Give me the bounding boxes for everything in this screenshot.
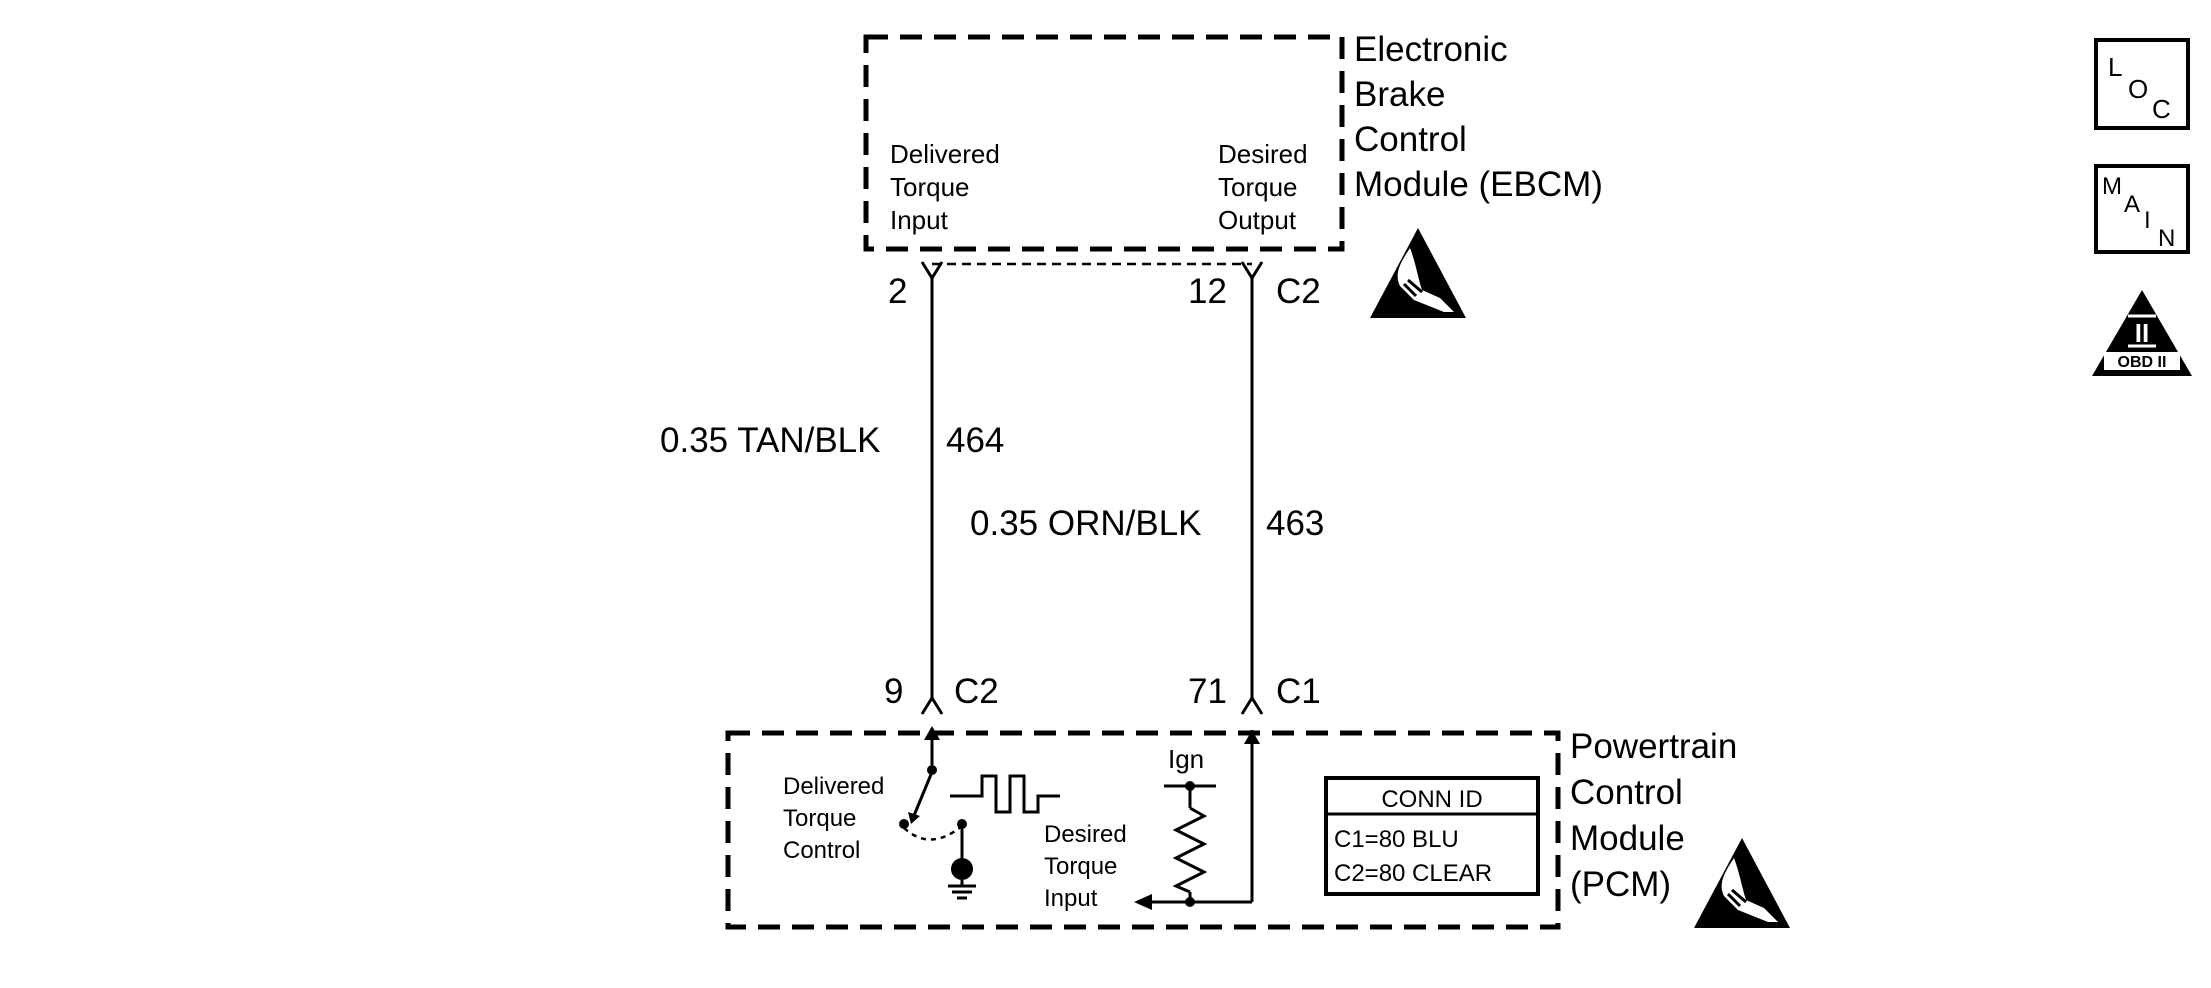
pcm-name-line-1: Powertrain: [1570, 727, 1737, 766]
pcm-pin-71: 71: [1188, 672, 1227, 711]
pcm-name-line-4: (PCM): [1570, 865, 1671, 904]
input-label-1: Desired: [1044, 821, 1127, 848]
ebcm-module: Electronic Brake Control Module (EBCM) D…: [863, 30, 1603, 252]
switch-ground-contact: [957, 819, 967, 829]
pcm-name-line-3: Module: [1570, 819, 1685, 858]
desired-torque-input-circuit: Ign Desired Torque Input: [1044, 730, 1260, 912]
conn-id-title: CONN ID: [1381, 786, 1482, 813]
wire-463-gauge-color: 0.35 ORN/BLK: [970, 504, 1202, 543]
switch-pivot: [899, 819, 909, 829]
main-char-a: A: [2124, 191, 2140, 218]
ebcm-connector: 2 12 C2: [888, 261, 1321, 311]
wire-464: 0.35 TAN/BLK 464: [660, 278, 1004, 698]
wire-464-circuit: 464: [946, 421, 1004, 460]
pcm-pin-9-terminal: [920, 695, 944, 715]
pcm-connector-c2: C2: [954, 672, 999, 711]
switch-link-dash: [903, 825, 963, 841]
loc-char-o: O: [2128, 74, 2148, 104]
resistor-icon: [1172, 806, 1208, 894]
ign-label: Ign: [1168, 744, 1204, 774]
conn-id-row-2: C2=80 CLEAR: [1334, 860, 1492, 887]
ebcm-connector-c2: C2: [1276, 272, 1321, 311]
obd-symbol: II: [2135, 318, 2149, 348]
main-icon[interactable]: M A I N: [2094, 164, 2190, 254]
main-char-i: I: [2144, 207, 2151, 234]
ebcm-delivered-label-1: Delivered: [890, 139, 1000, 169]
conn-id-box: CONN ID C1=80 BLU C2=80 CLEAR: [1324, 776, 1540, 896]
ebcm-desired-label-1: Desired: [1218, 139, 1308, 169]
loc-char-l: L: [2108, 52, 2122, 82]
ground-node: [951, 858, 973, 880]
ebcm-name-line-1: Electronic: [1354, 30, 1508, 69]
switch-contact: [927, 765, 937, 775]
pcm-name-line-2: Control: [1570, 773, 1683, 812]
ebcm-name-line-3: Control: [1354, 120, 1467, 159]
esd-warning-icon: [1370, 228, 1466, 318]
switch-label-3: Control: [783, 837, 860, 864]
ebcm-name-line-4: Module (EBCM): [1354, 165, 1603, 204]
ebcm-name-line-2: Brake: [1354, 75, 1445, 114]
ebcm-desired-label-2: Torque: [1218, 172, 1298, 202]
pcm-connector-c1: C1: [1276, 672, 1321, 711]
ebcm-delivered-label-3: Input: [890, 205, 949, 235]
loc-char-c: C: [2152, 94, 2171, 124]
input-label-3: Input: [1044, 885, 1098, 912]
ebcm-desired-label-3: Output: [1218, 205, 1297, 235]
delivered-torque-switch: Delivered Torque Control: [783, 726, 976, 900]
pcm-pin-9: 9: [884, 672, 903, 711]
ebcm-delivered-label-2: Torque: [890, 172, 970, 202]
wire-463-circuit: 463: [1266, 504, 1324, 543]
esd-warning-icon: [1694, 838, 1790, 928]
pcm-connectors: 9 C2 71 C1: [884, 672, 1321, 715]
main-char-m: M: [2102, 173, 2122, 200]
switch-arrow: [924, 726, 940, 740]
obd-text: OBD II: [2118, 354, 2167, 371]
switch-label-2: Torque: [783, 805, 856, 832]
ebcm-pin-2: 2: [888, 272, 907, 311]
switch-blade-arrow: [908, 812, 920, 824]
obd-ii-icon[interactable]: II OBD II: [2092, 290, 2192, 376]
pcm-module: Powertrain Control Module (PCM) Delivere…: [725, 726, 1737, 930]
ebcm-outline: [863, 34, 1345, 252]
conn-id-frame: [1324, 776, 1540, 896]
wire-463: 0.35 ORN/BLK 463: [970, 278, 1324, 698]
pcm-outline: [725, 730, 1561, 930]
conn-id-row-1: C1=80 BLU: [1334, 826, 1459, 853]
ebcm-pin-12: 12: [1188, 272, 1227, 311]
input-label-2: Torque: [1044, 853, 1117, 880]
loc-icon[interactable]: L O C: [2094, 38, 2190, 130]
input-riser-arrow: [1244, 730, 1260, 744]
input-arrow-icon: [1134, 894, 1152, 910]
main-char-n: N: [2158, 225, 2175, 252]
wire-464-gauge-color: 0.35 TAN/BLK: [660, 421, 881, 460]
switch-blade: [911, 771, 934, 819]
square-wave-icon: [950, 774, 1060, 814]
switch-label-1: Delivered: [783, 773, 884, 800]
pcm-pin-71-terminal: [1240, 695, 1264, 715]
